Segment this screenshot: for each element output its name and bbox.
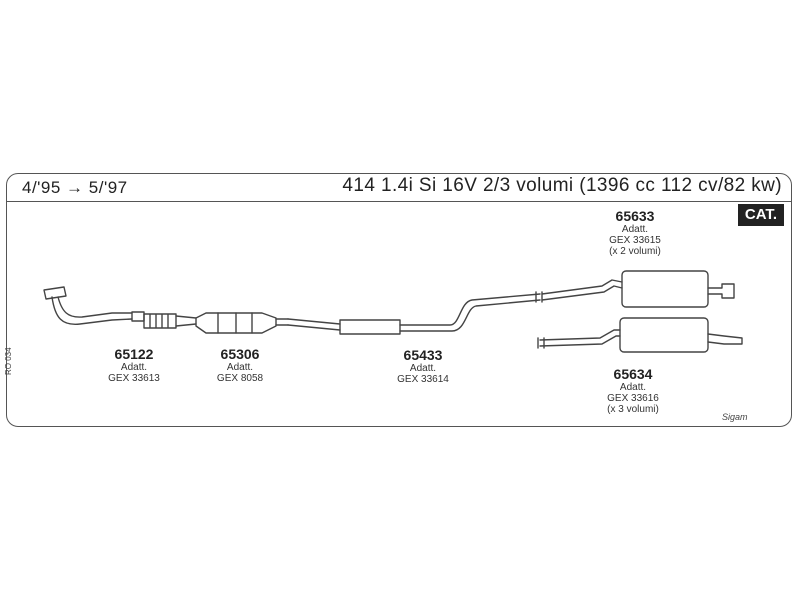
header-divider <box>6 201 792 202</box>
part-ref: GEX 8058 <box>216 373 264 384</box>
model-title: 414 1.4i Si 16V 2/3 volumi (1396 cc 112 … <box>342 175 782 196</box>
flex-bellows <box>143 313 177 329</box>
front-pipe-sleeve <box>131 311 145 322</box>
part-code: 65634 <box>613 366 653 382</box>
brand-logo: Sigam <box>722 412 748 422</box>
rear-silencer-65633-inlet <box>541 279 623 301</box>
part-code: 65122 <box>114 346 154 362</box>
rear-silencer-65634-inlet <box>539 329 621 347</box>
part-65634[interactable]: 65634 Adatt. GEX 33616 (x 3 volumi) <box>588 366 678 415</box>
part-note: (x 3 volumi) <box>607 404 659 415</box>
part-adapter: Adatt. <box>621 224 649 235</box>
part-ref: GEX 33614 <box>397 374 449 385</box>
cat-badge: CAT. <box>738 204 784 226</box>
part-adapter: Adatt. <box>226 362 254 373</box>
part-code: 65306 <box>220 346 260 362</box>
catalytic-body <box>195 312 277 334</box>
part-adapter: Adatt. <box>409 363 437 374</box>
part-65633[interactable]: 65633 Adatt. GEX 33615 (x 2 volumi) <box>590 208 680 257</box>
rear-silencer-65633-body <box>621 270 709 308</box>
front-pipe-outlet <box>175 315 197 327</box>
part-65122[interactable]: 65122 Adatt. GEX 33613 <box>94 346 174 384</box>
part-adapter: Adatt. <box>619 382 647 393</box>
catalytic-converter-part[interactable] <box>195 312 289 334</box>
rear-silencer-65634-body <box>619 317 709 353</box>
part-code: 65433 <box>403 347 443 363</box>
rear-silencer-65633-tail <box>707 283 735 299</box>
part-ref: GEX 33613 <box>108 373 160 384</box>
front-pipe-part[interactable] <box>43 286 197 329</box>
rear-silencer-65634-clamp <box>537 337 545 349</box>
intermediate-pipe-in <box>287 318 341 331</box>
part-65433[interactable]: 65433 Adatt. GEX 33614 <box>378 347 468 385</box>
date-range: 4/'95 → 5/'97 <box>22 178 128 197</box>
rear-silencer-65633[interactable] <box>541 270 735 308</box>
part-ref: GEX 33616 <box>607 393 659 404</box>
part-adapter: Adatt. <box>120 362 148 373</box>
part-65306[interactable]: 65306 Adatt. GEX 8058 <box>200 346 280 384</box>
rear-silencer-65634-tail <box>707 333 743 345</box>
intermediate-pipe-out <box>399 293 541 332</box>
catalytic-outlet <box>275 318 289 326</box>
front-pipe-tube <box>51 296 133 325</box>
diagram-panel <box>6 173 792 427</box>
intermediate-silencer <box>339 319 401 335</box>
part-note: (x 2 volumi) <box>609 246 661 257</box>
rear-silencer-65634[interactable] <box>537 317 743 353</box>
part-code: 65633 <box>615 208 655 224</box>
part-ref: GEX 33615 <box>609 235 661 246</box>
catalytic-ribs <box>217 312 253 334</box>
front-pipe-flange <box>43 286 67 300</box>
intermediate-pipe-part[interactable] <box>287 291 543 335</box>
